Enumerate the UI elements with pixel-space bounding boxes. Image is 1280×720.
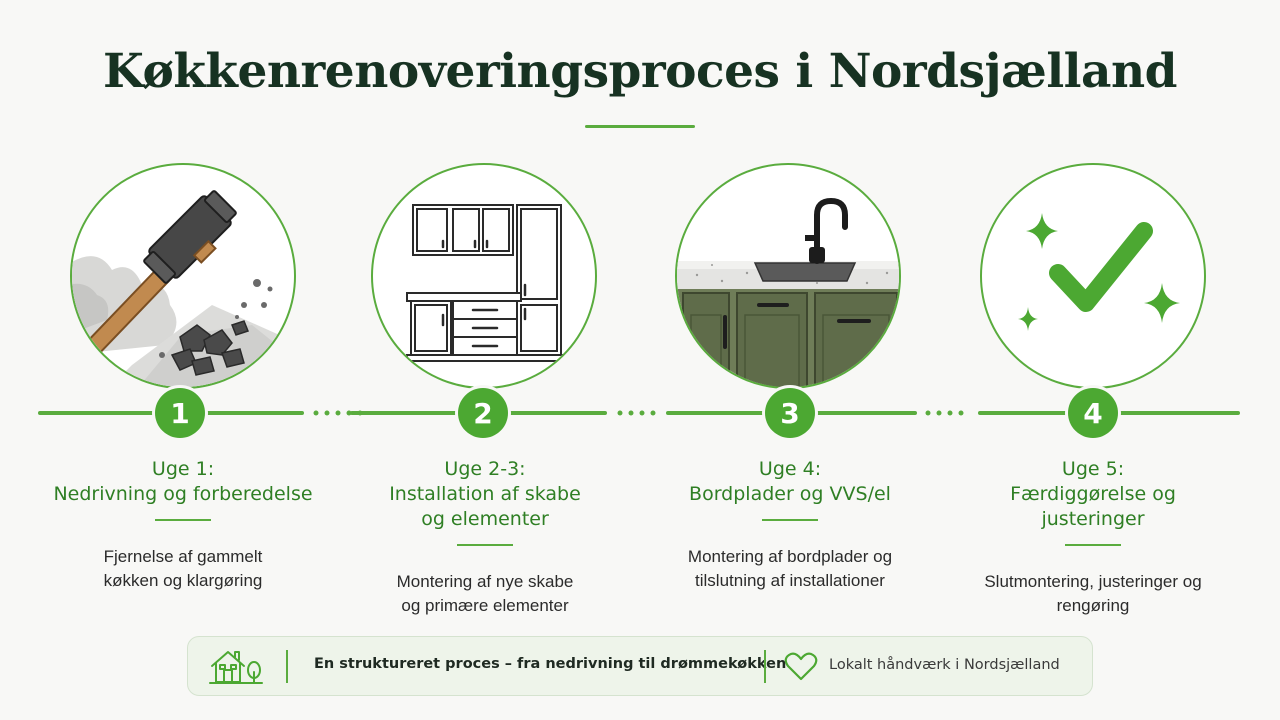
heart-icon (784, 652, 818, 681)
step-3-week: Uge 4: (758, 458, 822, 480)
step-1-text: Uge 1: Nedrivning og forberedelse Fjerne… (33, 457, 333, 593)
house-tree-icon (209, 651, 263, 684)
step-1-badge: 1 (155, 388, 205, 438)
step-4-description: Slutmontering, justeringer og rengøring (984, 572, 1202, 615)
step-4-divider (1065, 544, 1121, 546)
step-2-badge: 2 (458, 388, 508, 438)
step-4-text: Uge 5: Færdiggørelse og justeringer Slut… (943, 457, 1243, 618)
step-1-illustration (70, 163, 296, 389)
step-3-description: Montering af bordplader og tilslutning a… (687, 547, 893, 590)
step-3-title: Bordplader og VVS/el (689, 483, 891, 505)
step-2-description: Montering af nye skabe og primære elemen… (396, 572, 574, 615)
footer-banner: En struktureret proces – fra nedrivning … (187, 636, 1093, 696)
step-1-description: Fjernelse af gammelt køkken og klargørin… (103, 547, 263, 590)
sink-countertop-icon (677, 197, 899, 387)
footer-local-text: Lokalt håndværk i Nordsjælland (829, 657, 1060, 673)
footer-divider-left (286, 650, 288, 683)
title-underline (585, 125, 695, 128)
footer-divider-right (764, 650, 766, 683)
sledgehammer-icon (72, 190, 294, 387)
step-2-text: Uge 2-3: Installation af skabe og elemen… (335, 457, 635, 618)
footer-tagline: En struktureret proces – fra nedrivning … (314, 656, 787, 672)
checkmark-sparkle-icon (1018, 213, 1180, 331)
step-1-title: Nedrivning og forberedelse (53, 483, 313, 505)
step-4-week: Uge 5: (1061, 458, 1125, 480)
step-2-title: Installation af skabe og elementer (389, 483, 581, 530)
step-4-illustration (980, 163, 1206, 389)
step-1-week: Uge 1: (151, 458, 215, 480)
step-2-illustration (371, 163, 597, 389)
kitchen-cabinets-icon (406, 204, 564, 362)
page-title: Køkkenrenoveringsproces i Nordsjælland (102, 44, 1178, 99)
step-1-divider (155, 519, 211, 521)
step-3-divider (762, 519, 818, 521)
step-3-illustration (675, 163, 901, 389)
step-3-badge: 3 (765, 388, 815, 438)
step-4-title: Færdiggørelse og justeringer (1010, 483, 1176, 530)
step-3-text: Uge 4: Bordplader og VVS/el Montering af… (640, 457, 940, 593)
step-4-badge: 4 (1068, 388, 1118, 438)
step-2-week: Uge 2-3: (444, 458, 526, 480)
step-2-divider (457, 544, 513, 546)
